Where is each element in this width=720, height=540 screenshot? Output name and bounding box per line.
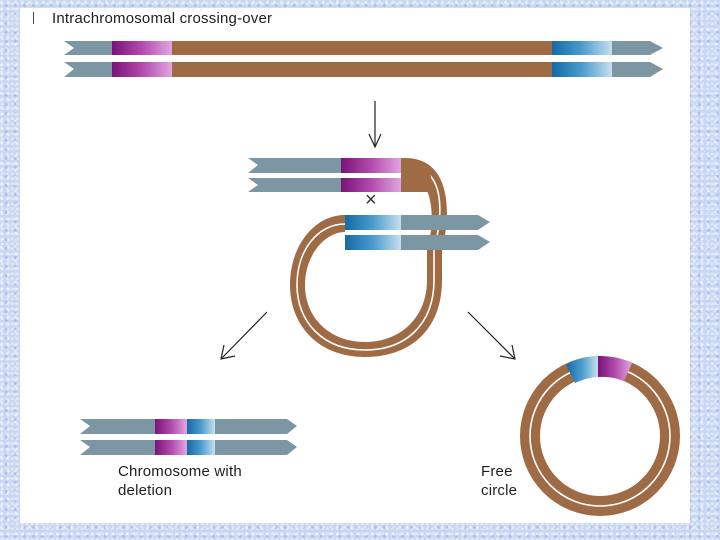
free-circle (520, 355, 680, 516)
deletion-blue-lower (187, 440, 215, 455)
arrow-down-left-icon (220, 311, 268, 360)
deletion-blue-upper (187, 419, 215, 434)
label-free-circle: Free circle (481, 463, 518, 499)
label-chromosome-with-deletion: Chromosome with deletion (118, 463, 242, 499)
top-loop-region-lower (172, 62, 552, 77)
top-blue-segment-lower (552, 62, 612, 77)
loop-purple-upper (341, 158, 401, 173)
crossover-mark: × (365, 189, 377, 211)
top-loop-region-upper (172, 41, 552, 55)
top-purple-segment-lower (112, 62, 172, 77)
free-circle-blue-segment (565, 356, 598, 383)
deletion-purple-lower (155, 440, 187, 455)
diagram-panel (20, 8, 690, 523)
deletion-purple-upper (155, 419, 187, 434)
diagram-title: Intrachromosomal crossing-over (52, 10, 273, 27)
loop-blue-lower (345, 235, 401, 250)
deletion-chromosome (80, 419, 297, 455)
loop-separator (296, 165, 441, 351)
top-blue-segment-upper (552, 41, 612, 55)
arrow-down-right-icon (467, 311, 516, 360)
arrow-down-icon (368, 101, 382, 149)
top-chromosome (64, 41, 663, 77)
free-circle-separator (529, 365, 671, 507)
top-purple-segment-upper (112, 41, 172, 55)
looped-chromosome (248, 158, 490, 357)
loop-purple-lower (341, 178, 401, 192)
loop-bend-top (401, 158, 432, 192)
loop-blue-upper (345, 215, 401, 230)
panel-corner-mark (33, 12, 38, 24)
free-circle-purple-segment (598, 355, 632, 381)
